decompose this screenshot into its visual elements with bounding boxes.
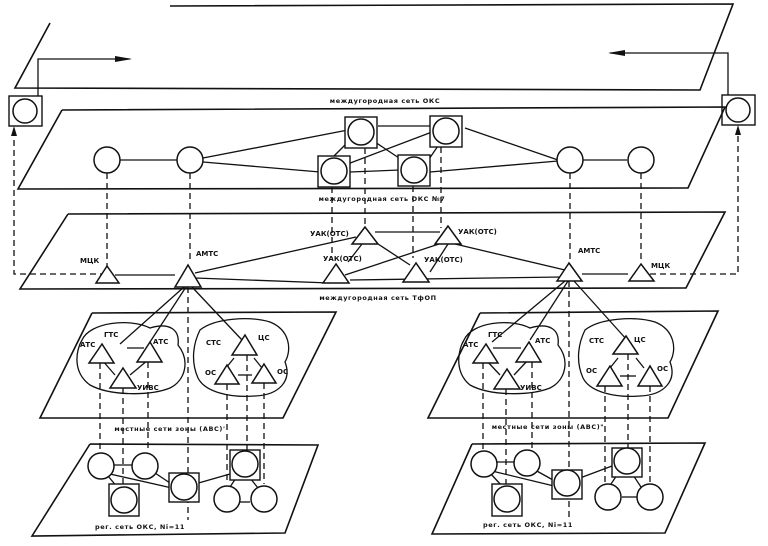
regional-left-links bbox=[107, 464, 259, 503]
sp-node bbox=[87, 452, 115, 480]
label-mck-right: МЦК bbox=[651, 262, 670, 270]
gts-cloud-left bbox=[76, 322, 186, 395]
stp-node bbox=[627, 146, 655, 174]
plane-intl-oks bbox=[13, 3, 735, 91]
sp-node bbox=[594, 483, 622, 511]
sp-node bbox=[513, 449, 541, 477]
plane-label-intl-tfop: междугородная сеть ТфОП bbox=[319, 294, 436, 302]
label-os-right-right: ОС bbox=[657, 365, 668, 373]
regional-right-nodes bbox=[470, 447, 664, 517]
label-ats-left-left: АТС bbox=[80, 341, 95, 349]
os-triangle bbox=[250, 362, 278, 384]
label-os-right-left: ОС bbox=[586, 367, 597, 375]
plane-label-local-left: местные сети зоны (АВС)' bbox=[114, 425, 225, 433]
label-uak-top-right: УАК(ОТС) bbox=[458, 228, 497, 236]
local-left-nodes bbox=[87, 333, 278, 389]
tfop-links bbox=[115, 231, 628, 284]
ats-triangle bbox=[87, 342, 116, 364]
label-amts-left: АМТС bbox=[196, 250, 218, 258]
label-uvs-right: УИВС bbox=[520, 384, 542, 392]
arrow-up-icon bbox=[735, 125, 741, 135]
label-cs-right: ЦС bbox=[634, 336, 646, 344]
uak-triangle bbox=[321, 262, 351, 284]
cs-triangle bbox=[611, 334, 640, 355]
sts-cloud-left bbox=[192, 318, 290, 398]
label-sts-right: СТС bbox=[589, 337, 604, 345]
plane-label-intl-oks7: междугородная сеть ОКС №7 bbox=[319, 195, 446, 203]
plane-intl-tfop bbox=[18, 211, 727, 290]
dashed-local-to-regional-right bbox=[482, 354, 651, 488]
plane-local-right bbox=[426, 310, 720, 419]
label-gts-left: ГТС bbox=[104, 331, 118, 339]
plane-local-left bbox=[38, 311, 338, 419]
plane-regional-right bbox=[430, 442, 707, 535]
label-uak-top-left: УАК(ОТС) bbox=[310, 230, 349, 238]
os-triangle bbox=[595, 364, 624, 387]
stp-node bbox=[556, 146, 584, 174]
plane-label-local-right: местные сети зоны (АВС)" bbox=[492, 423, 605, 431]
amts-triangle bbox=[555, 261, 584, 282]
uvs-triangle bbox=[108, 366, 138, 389]
dashed-oks7-to-tfop bbox=[106, 147, 642, 270]
gts-cloud-right bbox=[458, 322, 566, 395]
uvs-triangle bbox=[492, 367, 522, 390]
ats-triangle bbox=[471, 342, 500, 364]
stp-node bbox=[93, 146, 121, 174]
local-right-nodes bbox=[471, 334, 664, 390]
sp-node bbox=[131, 452, 159, 480]
label-ats-left-right: АТС bbox=[153, 338, 168, 346]
ats-triangle bbox=[514, 340, 543, 363]
label-uak-bottom-right: УАК(ОТС) bbox=[424, 256, 463, 264]
label-ats-right-right: АТС bbox=[535, 337, 550, 345]
arrow-head-icon bbox=[115, 56, 132, 62]
os-triangle bbox=[213, 363, 241, 385]
dashed-local-to-regional-left bbox=[99, 355, 265, 490]
plane-label-intl-oks: междугородная сеть ОКС bbox=[330, 97, 440, 105]
sp-node bbox=[636, 483, 664, 511]
label-os-left-left: ОС bbox=[205, 369, 216, 377]
label-amts-right: АМТС bbox=[578, 247, 600, 255]
signal-arrow-right bbox=[608, 50, 729, 95]
cs-triangle bbox=[230, 333, 259, 356]
label-gts-right: ГТС bbox=[488, 331, 502, 339]
plane-label-regional-left: рег. сеть ОКС, Ni=11 bbox=[95, 523, 185, 531]
label-uak-bottom-left: УАК(ОТС) bbox=[323, 255, 362, 263]
label-os-left-right: ОС bbox=[277, 368, 288, 376]
sp-node bbox=[470, 450, 498, 478]
label-sts-left: СТС bbox=[206, 339, 221, 347]
plane-intl-oks7 bbox=[16, 106, 727, 190]
gateway-node-left bbox=[8, 95, 43, 127]
label-cs-left: ЦС bbox=[258, 334, 270, 342]
sp-node bbox=[250, 485, 278, 513]
arrow-head-icon bbox=[608, 50, 625, 56]
stp-node bbox=[176, 146, 204, 174]
gateway-node-right bbox=[721, 94, 756, 126]
signal-arrow-left bbox=[37, 56, 132, 125]
sts-cloud-right bbox=[577, 318, 675, 398]
oks7-nodes bbox=[93, 115, 655, 188]
dashed-signalling-loop bbox=[13, 130, 739, 275]
plane-regional-left bbox=[30, 443, 320, 537]
mck-triangle bbox=[627, 262, 656, 282]
arrow-up-icon bbox=[11, 126, 17, 136]
amts-triangle bbox=[173, 263, 203, 288]
label-ats-right-left: АТС bbox=[463, 341, 478, 349]
plane-label-regional-right: рег. сеть ОКС, Ni=11 bbox=[483, 521, 573, 529]
ats-triangle bbox=[135, 340, 164, 363]
label-mck-left: МЦК bbox=[80, 257, 99, 265]
amts-local-links-right bbox=[491, 280, 628, 520]
sp-node bbox=[213, 485, 241, 513]
mck-triangle bbox=[94, 264, 121, 284]
uak-triangle bbox=[401, 261, 431, 283]
uak-triangle bbox=[433, 224, 463, 245]
uak-triangle bbox=[350, 225, 380, 245]
regional-left-nodes bbox=[87, 449, 278, 517]
